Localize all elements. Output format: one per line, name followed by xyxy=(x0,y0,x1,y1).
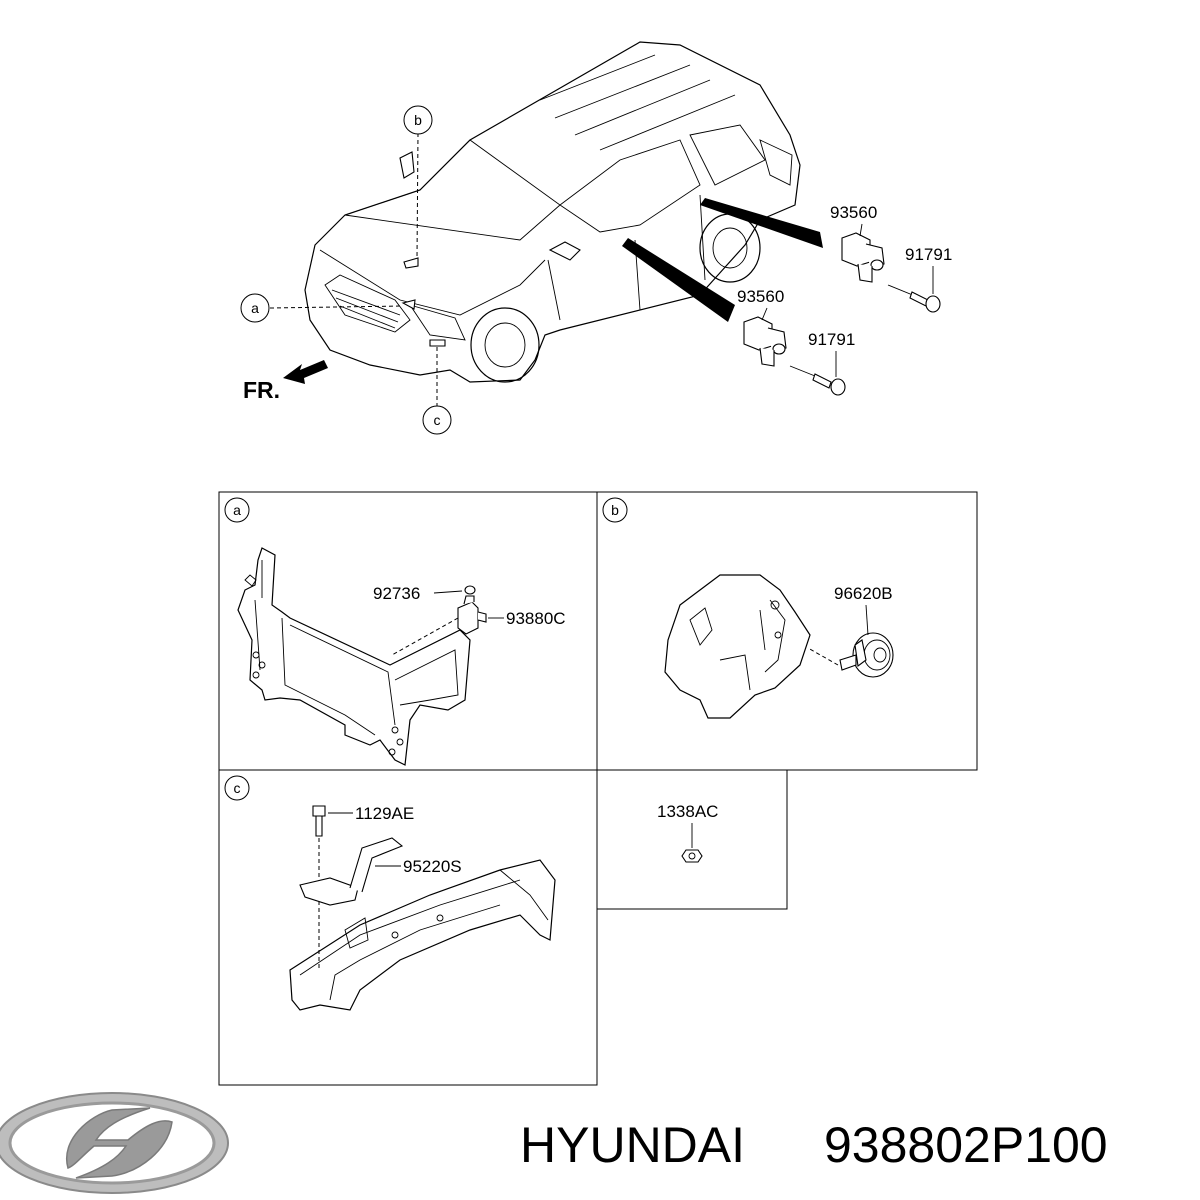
panel-nut-frame xyxy=(596,769,788,910)
front-indicator: FR. xyxy=(243,377,280,403)
part-number: 938802P100 xyxy=(824,1117,1108,1173)
panel-b-frame xyxy=(596,491,978,771)
leader-wedge-front xyxy=(622,238,735,322)
label-screw-front: 91791 xyxy=(808,330,855,349)
callout-c: c xyxy=(422,405,452,435)
label-horn: 96620B xyxy=(834,584,893,603)
screw-rear xyxy=(887,284,941,313)
panel-a: a 92736 93880C xyxy=(224,497,566,766)
panel-c: c 1129AE 95220S xyxy=(224,775,556,1011)
hood-switch xyxy=(457,595,487,635)
fender-apron xyxy=(664,574,811,719)
panel-c-frame xyxy=(218,769,598,1086)
side-member xyxy=(289,859,556,1011)
label-bracket: 95220S xyxy=(403,857,462,876)
callout-a: a xyxy=(240,293,270,323)
label-bolt: 1129AE xyxy=(355,804,414,823)
svg-text:b: b xyxy=(414,112,422,128)
front-arrow-icon xyxy=(283,360,328,384)
panel-a-frame xyxy=(218,491,598,771)
panel-c-callout: c xyxy=(234,780,241,796)
bolt xyxy=(312,805,326,837)
callout-b: b xyxy=(403,105,433,135)
leader-wedge-rear xyxy=(700,198,823,248)
hood-switch-cap xyxy=(464,585,476,595)
label-door-switch-rear: 93560 xyxy=(830,203,877,222)
door-switch-rear xyxy=(841,232,885,283)
bracket xyxy=(299,837,404,906)
brand-name: HYUNDAI xyxy=(520,1117,745,1173)
label-nut: 1338AC xyxy=(657,802,718,821)
label-door-switch-front: 93560 xyxy=(737,287,784,306)
panel-a-callout: a xyxy=(233,502,241,518)
panel-nut: 1338AC xyxy=(657,802,718,863)
hyundai-logo-icon xyxy=(0,1092,229,1194)
svg-text:a: a xyxy=(251,300,259,316)
detail-panels xyxy=(218,491,978,1086)
panel-b: b 96620B xyxy=(602,497,894,719)
vehicle-overview: a b c FR. 93560 91791 xyxy=(240,41,952,435)
panel-b-callout: b xyxy=(611,502,619,518)
radiator-support xyxy=(237,547,471,766)
label-screw-rear: 91791 xyxy=(905,245,952,264)
door-switch-front xyxy=(743,316,787,367)
horn xyxy=(839,632,894,678)
svg-text:c: c xyxy=(434,412,441,428)
vehicle-outline xyxy=(304,41,801,383)
screw-front xyxy=(789,365,846,396)
label-hood-switch: 93880C xyxy=(506,609,566,628)
nut xyxy=(681,849,703,863)
label-cap: 92736 xyxy=(373,584,420,603)
